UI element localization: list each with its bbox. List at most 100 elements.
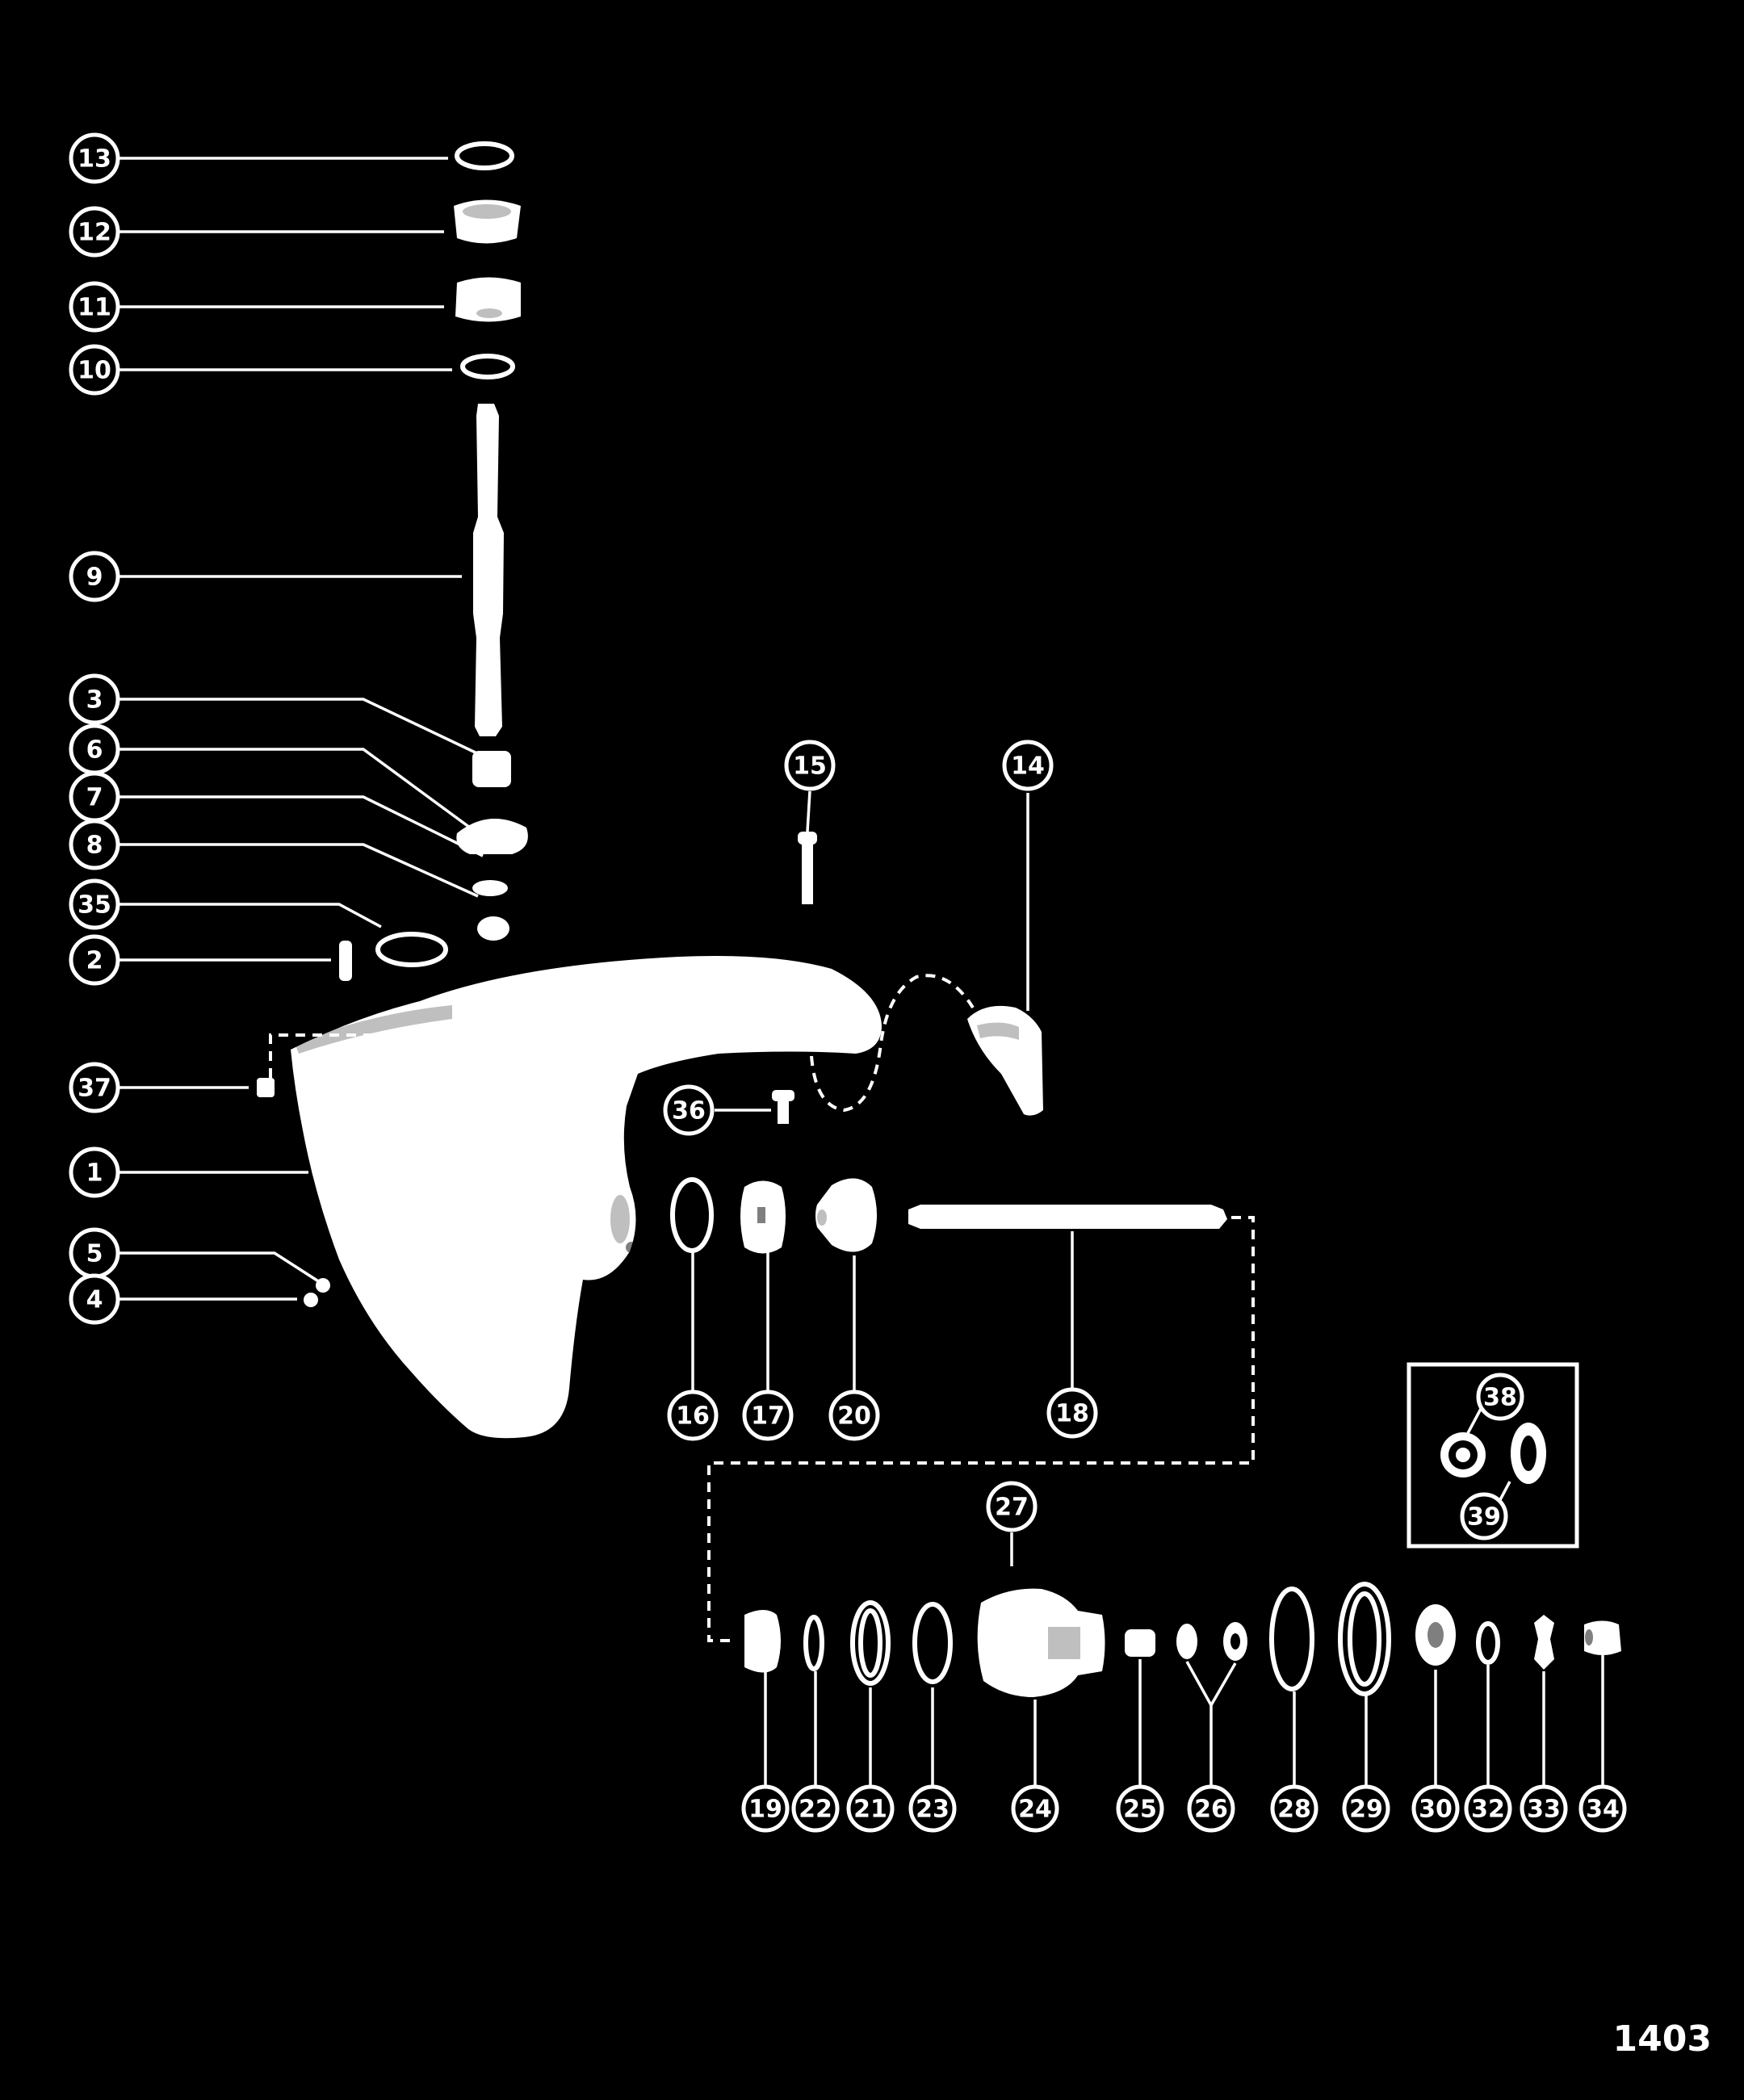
part-10-ring xyxy=(460,354,515,379)
svg-text:34: 34 xyxy=(1586,1796,1620,1824)
dashed-line-37 xyxy=(269,1029,454,1084)
callout-12: 12 xyxy=(69,206,120,258)
callout-38: 38 xyxy=(1476,1373,1524,1421)
inset-detail xyxy=(1407,1362,1579,1549)
callout-20: 20 xyxy=(828,1390,880,1441)
callout-24: 24 xyxy=(1011,1784,1059,1833)
callout-23: 23 xyxy=(908,1784,957,1833)
part-9-driveshaft xyxy=(473,404,504,736)
callout-28: 28 xyxy=(1270,1784,1318,1833)
part-1-gear-housing xyxy=(291,956,882,1439)
svg-text:10: 10 xyxy=(78,357,111,385)
dashed-line-shaft-carrier xyxy=(707,1216,1255,1642)
part-2-pin xyxy=(339,941,352,981)
figure-number: 1403 xyxy=(1612,2018,1712,2060)
svg-text:28: 28 xyxy=(1277,1796,1311,1824)
callout-35: 35 xyxy=(69,878,120,930)
part-29-seal xyxy=(1338,1582,1391,1696)
svg-text:38: 38 xyxy=(1483,1384,1517,1412)
callout-37: 37 xyxy=(69,1062,120,1113)
callout-7: 7 xyxy=(69,771,120,823)
part-15-screw xyxy=(798,832,817,904)
callout-13: 13 xyxy=(69,132,120,184)
callout-14: 14 xyxy=(1002,740,1054,791)
svg-text:24: 24 xyxy=(1018,1796,1052,1824)
part-25-bushing xyxy=(1125,1629,1155,1657)
part-19-bearing xyxy=(744,1610,781,1673)
part-14-trim-tab xyxy=(967,1005,1043,1116)
part-22-ring xyxy=(803,1615,824,1671)
part-5-ball xyxy=(316,1278,330,1293)
svg-text:6: 6 xyxy=(86,736,103,765)
svg-text:20: 20 xyxy=(837,1402,871,1431)
part-4-nut xyxy=(304,1293,318,1307)
svg-text:22: 22 xyxy=(799,1796,832,1824)
callout-32: 32 xyxy=(1464,1784,1512,1833)
part-21-seal xyxy=(850,1600,891,1686)
svg-text:5: 5 xyxy=(86,1240,103,1268)
callout-19: 19 xyxy=(741,1784,790,1833)
svg-text:15: 15 xyxy=(793,752,827,781)
svg-text:1: 1 xyxy=(86,1159,103,1188)
part-16-oring xyxy=(670,1177,714,1253)
part-8-nut xyxy=(477,916,509,941)
svg-text:32: 32 xyxy=(1471,1796,1505,1824)
part-12-bearing-cup xyxy=(454,199,521,244)
callout-17: 17 xyxy=(742,1390,794,1441)
callout-9: 9 xyxy=(69,551,120,602)
part-20-gear xyxy=(815,1178,877,1252)
callout-36: 36 xyxy=(663,1084,715,1136)
svg-text:19: 19 xyxy=(748,1796,782,1824)
callout-8: 8 xyxy=(69,819,120,870)
svg-text:17: 17 xyxy=(751,1402,785,1431)
svg-text:9: 9 xyxy=(86,564,103,592)
svg-text:18: 18 xyxy=(1055,1400,1089,1428)
part-38-splined-washer xyxy=(1440,1432,1486,1478)
part-7-washer xyxy=(472,880,508,896)
svg-text:21: 21 xyxy=(853,1796,887,1824)
svg-text:4: 4 xyxy=(86,1286,103,1314)
svg-text:23: 23 xyxy=(916,1796,950,1824)
svg-text:3: 3 xyxy=(86,686,103,715)
svg-text:2: 2 xyxy=(86,947,103,975)
svg-text:16: 16 xyxy=(676,1402,710,1431)
svg-text:25: 25 xyxy=(1123,1796,1157,1824)
callout-3: 3 xyxy=(69,673,120,725)
part-39-washer xyxy=(1511,1423,1546,1484)
callout-5: 5 xyxy=(69,1227,120,1279)
leader-15 xyxy=(806,790,811,832)
callout-27: 27 xyxy=(986,1481,1038,1532)
part-34-nut xyxy=(1584,1620,1621,1655)
left-leaders xyxy=(117,157,484,1301)
svg-text:26: 26 xyxy=(1194,1796,1228,1824)
svg-text:36: 36 xyxy=(672,1097,706,1125)
svg-text:30: 30 xyxy=(1419,1796,1453,1824)
callout-39: 39 xyxy=(1460,1492,1508,1540)
callout-22: 22 xyxy=(791,1784,840,1833)
callout-2: 2 xyxy=(69,934,120,986)
callout-33: 33 xyxy=(1520,1784,1568,1833)
part-32-washer xyxy=(1476,1621,1500,1665)
callout-4: 4 xyxy=(69,1273,120,1325)
svg-text:13: 13 xyxy=(78,145,111,174)
callout-29: 29 xyxy=(1342,1784,1390,1833)
part-13-oring xyxy=(455,141,514,170)
callout-11: 11 xyxy=(69,281,120,333)
callout-30: 30 xyxy=(1411,1784,1460,1833)
part-3-bearing xyxy=(472,751,511,787)
svg-text:12: 12 xyxy=(78,219,111,247)
part-35-oring xyxy=(375,932,448,967)
svg-text:11: 11 xyxy=(78,294,111,322)
part-36-bolt xyxy=(772,1090,794,1124)
part-24-bearing-carrier xyxy=(977,1588,1105,1697)
callout-6: 6 xyxy=(69,723,120,775)
callout-15: 15 xyxy=(784,740,836,791)
svg-text:27: 27 xyxy=(995,1494,1029,1522)
svg-text:7: 7 xyxy=(86,784,103,812)
part-26-washers xyxy=(1176,1622,1247,1661)
part-18-propeller-shaft xyxy=(908,1205,1227,1229)
callout-16: 16 xyxy=(667,1390,719,1441)
part-17-bearing xyxy=(740,1180,786,1254)
part-11-bearing-cone xyxy=(455,277,521,322)
